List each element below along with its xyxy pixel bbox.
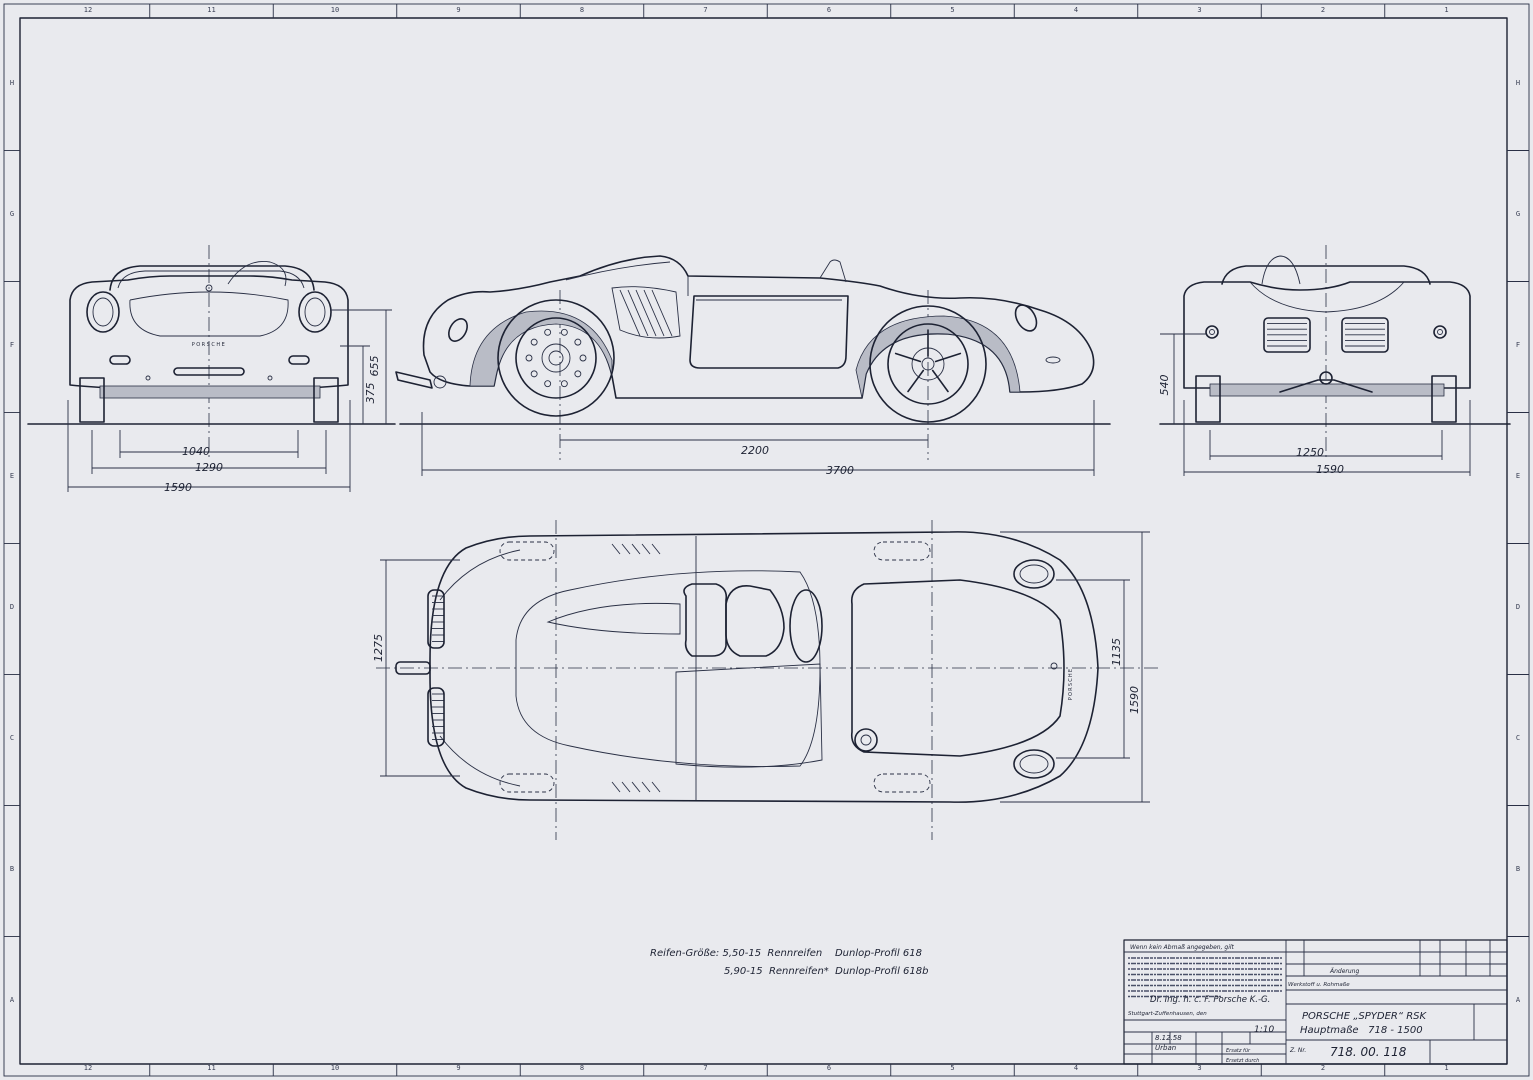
- dim-plan-1135: 1135: [1110, 638, 1123, 666]
- dim-wheelbase: 2200: [741, 444, 769, 457]
- dim-rear-width: 1590: [1316, 463, 1344, 476]
- front-badge: PORSCHE: [192, 342, 227, 348]
- dim-rear-track: 1250: [1296, 446, 1324, 459]
- border-row-label: E: [1516, 472, 1520, 480]
- border-column-label: 5: [950, 1064, 954, 1072]
- drawing-number-label: Z. Nr.: [1289, 1047, 1306, 1054]
- border-column-label: 5: [950, 6, 954, 14]
- border-column-label: 2: [1321, 6, 1325, 14]
- border-row-label: H: [10, 79, 14, 87]
- border-column-label: 9: [456, 6, 460, 14]
- border-row-label: G: [1516, 210, 1520, 218]
- border-column-label: 11: [207, 6, 215, 14]
- front-view: PORSCHE 1040 1290 1590 375 655: [27, 245, 396, 494]
- border-column-label: 4: [1074, 1064, 1078, 1072]
- tyre-note-line-2: 5,90-15 Rennreifen* Dunlop-Profil 618b: [724, 966, 928, 977]
- tyre-note-line-1: Reifen-Größe: 5,50-15 Rennreifen Dunlop-…: [650, 948, 922, 959]
- drawing-scale: 1:10: [1254, 1025, 1274, 1035]
- border-column-label: 12: [84, 1064, 92, 1072]
- tyre-notes: Reifen-Größe: 5,50-15 Rennreifen Dunlop-…: [650, 948, 928, 977]
- border-column-label: 4: [1074, 6, 1078, 14]
- change-label: Änderung: [1329, 968, 1359, 975]
- drawing-title: PORSCHE „SPYDER“ RSK: [1302, 1011, 1427, 1022]
- drawn-by: Urban: [1155, 1044, 1176, 1052]
- border-row-label: C: [1516, 734, 1520, 742]
- replaced-by: Ersetzt durch: [1226, 1058, 1259, 1064]
- border-column-label: 12: [84, 6, 92, 14]
- plan-view: PORSCHE 1275 1135 1590: [372, 520, 1160, 840]
- drawing-number: 718. 00. 118: [1330, 1045, 1407, 1059]
- dim-front-height-375: 375: [364, 383, 377, 404]
- general-note: Wenn kein Abmaß angegeben, gilt: [1130, 944, 1235, 951]
- border-row-label: D: [10, 603, 14, 611]
- dim-front-width: 1590: [164, 481, 192, 494]
- company-location: Stuttgart-Zuffenhausen, den: [1128, 1011, 1207, 1017]
- border-row-label: E: [10, 472, 14, 480]
- border-row-label: D: [1516, 603, 1520, 611]
- border-column-label: 2: [1321, 1064, 1325, 1072]
- border-row-label: B: [10, 865, 14, 873]
- dim-front-height-655: 655: [368, 356, 381, 377]
- dim-front-track: 1040: [182, 445, 210, 458]
- border-column-label: 8: [580, 6, 584, 14]
- border-column-label: 3: [1197, 6, 1201, 14]
- border-row-label: C: [10, 734, 14, 742]
- sheet-border: [3, 3, 1530, 1077]
- drawing-date: 8.12.58: [1155, 1034, 1182, 1042]
- border-column-label: 6: [827, 1064, 831, 1072]
- dim-rear-height: 540: [1158, 375, 1171, 396]
- dim-overall-length: 3700: [826, 464, 854, 477]
- border-column-label: 7: [703, 6, 707, 14]
- drawing-subtitle: Hauptmaße 718 - 1500: [1300, 1025, 1423, 1036]
- dim-front-width-inner: 1290: [195, 461, 223, 474]
- plan-badge: PORSCHE: [1068, 668, 1074, 700]
- border-column-label: 7: [703, 1064, 707, 1072]
- border-column-label: 1: [1444, 6, 1448, 14]
- replacement-for: Ersatz für: [1226, 1048, 1251, 1054]
- border-row-label: A: [10, 996, 15, 1004]
- border-column-label: 6: [827, 6, 831, 14]
- dim-plan-1590: 1590: [1128, 686, 1141, 714]
- border-column-label: 8: [580, 1064, 584, 1072]
- side-view: 2200 3700: [395, 255, 1111, 477]
- border-column-label: 9: [456, 1064, 460, 1072]
- company-name: Dr. Ing. h. c. F. Porsche K.-G.: [1150, 995, 1270, 1005]
- rear-view: 1250 1590 540: [1158, 245, 1511, 476]
- border-column-label: 11: [207, 1064, 215, 1072]
- border-row-label: F: [10, 341, 14, 349]
- border-column-label: 10: [331, 6, 339, 14]
- border-row-label: F: [1516, 341, 1520, 349]
- title-block: Wenn kein Abmaß angegeben, gilt Dr. Ing.…: [1123, 939, 1508, 1065]
- border-row-label: B: [1516, 865, 1520, 873]
- border-row-label: H: [1516, 79, 1520, 87]
- border-column-label: 1: [1444, 1064, 1448, 1072]
- dim-plan-1275: 1275: [372, 634, 385, 662]
- border-row-label: G: [10, 210, 14, 218]
- border-column-label: 3: [1197, 1064, 1201, 1072]
- border-row-label: A: [1516, 996, 1521, 1004]
- material-label: Werkstoff u. Rohmaße: [1288, 982, 1350, 988]
- border-column-label: 10: [331, 1064, 339, 1072]
